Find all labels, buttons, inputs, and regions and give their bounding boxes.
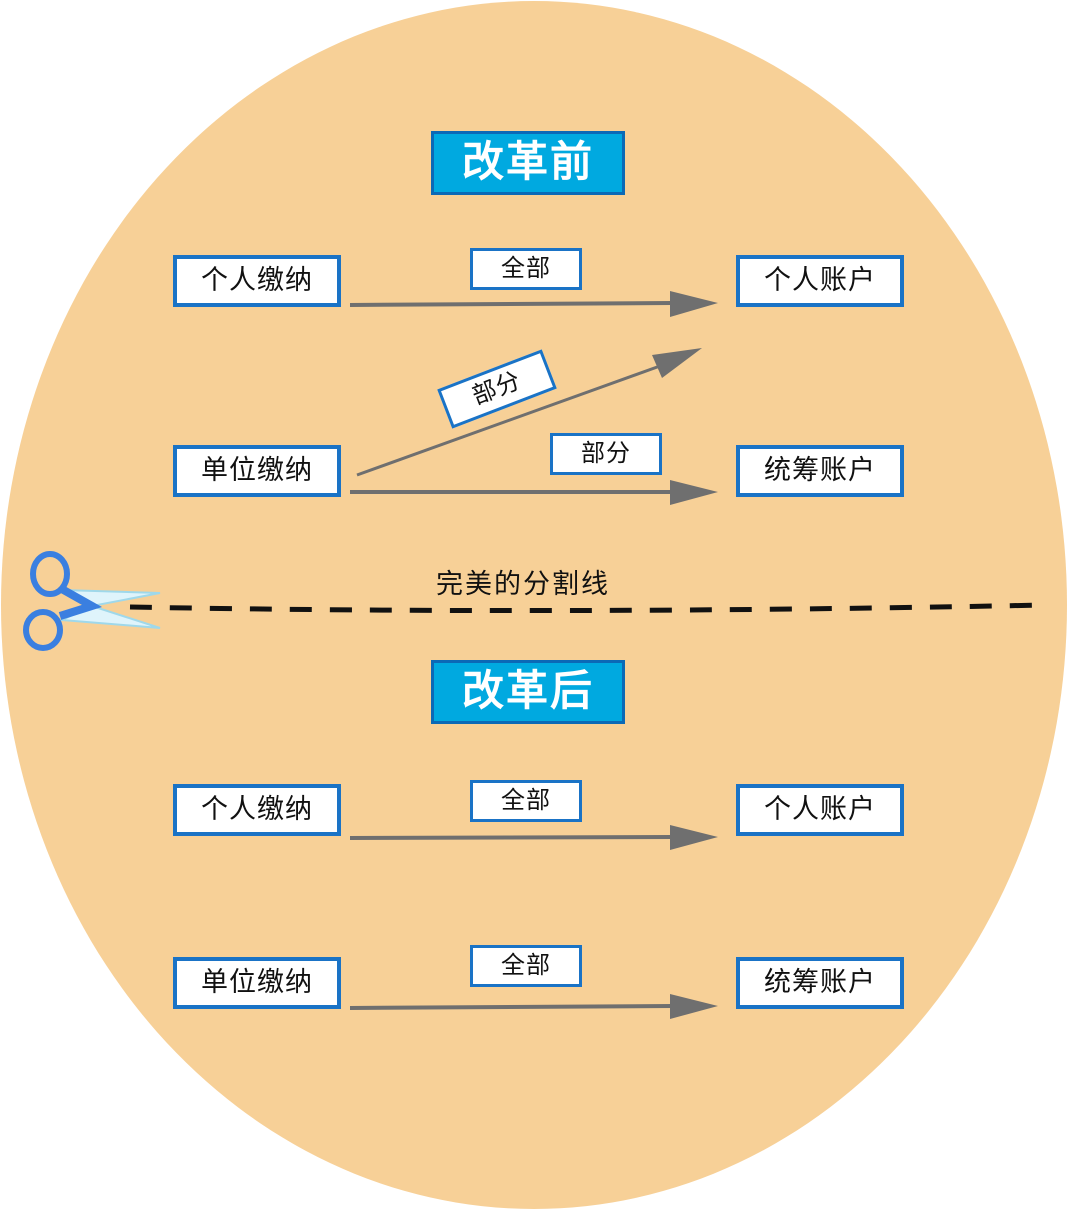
after-target-personal: 个人账户 (736, 784, 904, 836)
divider-label: 完美的分割线 (436, 569, 610, 600)
before-edge-personal-label: 全部 (470, 248, 582, 290)
after-edge-employer-label: 全部 (470, 945, 582, 987)
arrow-before-employer-to-personal (356, 364, 661, 477)
before-target-personal: 个人账户 (736, 255, 904, 307)
arrowhead-before-personal (670, 291, 718, 317)
after-source-personal: 个人缴纳 (173, 784, 341, 836)
arrowhead-after-personal (670, 825, 718, 850)
after-arrows (349, 825, 718, 1019)
after-source-employer: 单位缴纳 (173, 957, 341, 1009)
divider-line (129, 602, 1046, 614)
before-target-pooled: 统筹账户 (736, 445, 904, 497)
after-edge-personal-label: 全部 (470, 780, 582, 822)
arrow-after-employer (349, 1004, 673, 1010)
after-target-pooled: 统筹账户 (736, 957, 904, 1009)
arrowhead-after-employer (670, 994, 718, 1019)
arrow-before-personal (349, 301, 673, 307)
arrowhead-before-employer-to-personal (652, 348, 702, 378)
before-arrows (349, 291, 718, 505)
before-source-personal: 个人缴纳 (173, 255, 341, 307)
before-title: 改革前 (431, 131, 625, 195)
before-source-employer: 单位缴纳 (173, 445, 341, 497)
after-title: 改革后 (431, 660, 625, 724)
scissors-icon (23, 551, 161, 651)
arrowhead-before-employer-to-pooled (670, 480, 718, 505)
before-edge-employer-to-pooled-label: 部分 (550, 433, 662, 475)
arrow-after-personal (349, 835, 673, 840)
